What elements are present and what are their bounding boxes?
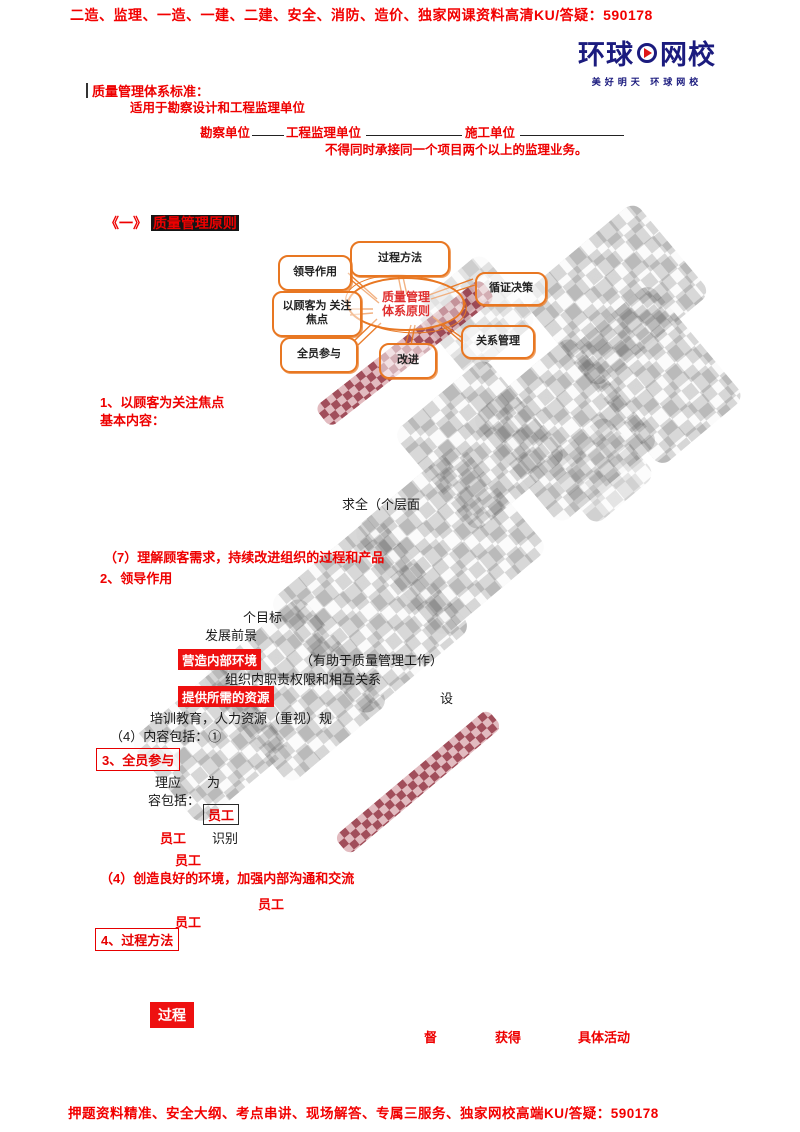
- brand-logo-part1: 环球: [578, 40, 634, 70]
- underline-segment: [520, 135, 624, 136]
- item-4-environment: （4）创造良好的环境，加强内部沟通和交流: [100, 871, 355, 886]
- brand-logo-part2: 网校: [660, 40, 716, 70]
- tag-staff: 员工: [175, 853, 202, 868]
- text-fragment-include: （4）内容包括：①: [110, 729, 222, 744]
- red-pixel-stamp: [333, 708, 503, 856]
- text-fragment-layer: 求全（个层面: [342, 497, 421, 512]
- party-construction: 施工单位: [465, 126, 516, 140]
- text-fragment-future: 发展前景: [205, 628, 258, 643]
- heading-leadership: 2、领导作用: [100, 571, 173, 586]
- mindmap-node-improvement: 改进: [379, 343, 437, 379]
- text-fragment-content: 容包括：: [148, 793, 201, 808]
- text-fragment-training: 培训教育，人力资源（重视）规: [150, 711, 333, 726]
- section-heading-prefix: 《一》: [105, 215, 147, 231]
- text-fragment-identify: 识别: [212, 831, 239, 846]
- highlight-process: 过程: [150, 1002, 194, 1028]
- red-word-activity: 具体活动: [578, 1030, 631, 1045]
- highlight-internal-environment: 营造内部环境: [178, 649, 262, 670]
- party-supervision: 工程监理单位: [286, 126, 362, 140]
- section-heading: 《一》 质量管理原则: [105, 213, 239, 233]
- mindmap-node-evidence-decision: 循证决策: [475, 272, 547, 306]
- brand-logo-text: 环球 网校: [578, 33, 716, 72]
- mindmap-center-line2: 体系原则: [381, 304, 430, 318]
- tag-staff-boxed: 员工: [203, 804, 240, 825]
- red-word-supervise: 督: [424, 1030, 438, 1045]
- party-survey: 勘察单位: [200, 126, 251, 140]
- intro-line2: 适用于勘察设计和工程监理单位: [130, 101, 306, 115]
- play-icon: [637, 42, 657, 63]
- intro-note: 不得同时承接同一个项目两个以上的监理业务。: [325, 143, 588, 157]
- text-fragment-env-note: （有助于质量管理工作）: [300, 653, 444, 668]
- red-word-obtain: 获得: [495, 1030, 522, 1045]
- text-fragment-duty: 组织内职责权限和相互关系: [225, 672, 382, 687]
- mindmap-center-node: 质量管理 体系原则: [347, 277, 465, 331]
- text-fragment-res-tail: 设: [440, 691, 454, 706]
- heading-process-approach: 4、过程方法: [95, 928, 180, 951]
- brand-tagline: 美好明天 环球网校: [591, 77, 703, 87]
- top-promo-line: 二造、监理、一造、一建、二建、安全、消防、造价、独家网课资料高清KU/答疑：59…: [70, 7, 653, 23]
- mindmap-diagram: 质量管理 体系原则 过程方法 领导作用 以顾客为 关注焦点 全员参与 循证决策 …: [265, 233, 557, 385]
- mindmap-center-line1: 质量管理: [381, 289, 430, 304]
- mindmap-node-process-approach: 过程方法: [350, 241, 450, 277]
- tag-staff: 员工: [160, 831, 187, 846]
- mindmap-node-engagement: 全员参与: [280, 337, 358, 373]
- intro-line1: 质量管理体系标准：: [92, 84, 210, 99]
- heading-engagement: 3、全员参与: [96, 748, 181, 771]
- mindmap-node-relationship: 关系管理: [461, 325, 535, 359]
- text-fragment-goal: 个目标: [243, 610, 283, 625]
- highlight-provide-resources: 提供所需的资源: [178, 686, 274, 707]
- underline-segment: [252, 135, 284, 136]
- heading-basic-content: 基本内容：: [100, 413, 166, 428]
- tag-staff: 员工: [175, 915, 202, 930]
- section-heading-title: 质量管理原则: [150, 215, 239, 231]
- heading-customer-focus: 1、以顾客为关注焦点: [100, 395, 225, 410]
- item-7-improve: （7）理解顾客需求，持续改进组织的过程和产品: [104, 550, 385, 565]
- left-tick-mark: [86, 83, 88, 98]
- text-fragment-manager: 理应 为: [155, 775, 221, 790]
- mindmap-node-leadership: 领导作用: [278, 255, 352, 291]
- tag-staff: 员工: [258, 897, 285, 912]
- brand-logo: 环球 网校 美好明天 环球网校: [578, 33, 716, 88]
- bottom-promo-line: 押题资料精准、安全大纲、考点串讲、现场解答、专属三服务、独家网校高端KU/答疑：…: [68, 1106, 659, 1121]
- underline-segment: [366, 135, 462, 136]
- mindmap-node-customer-focus: 以顾客为 关注焦点: [272, 291, 362, 337]
